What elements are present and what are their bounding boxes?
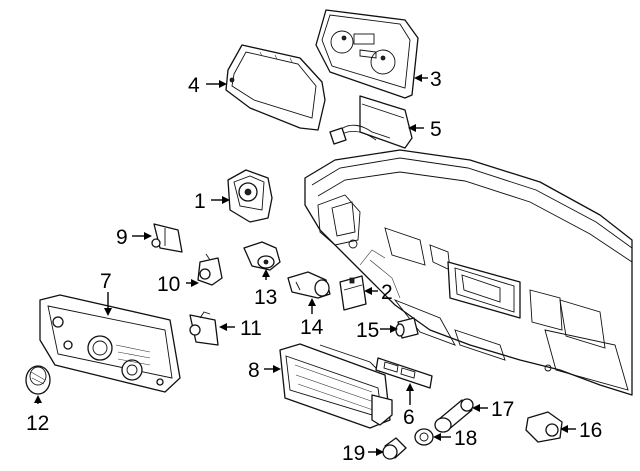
part-4-cluster-bezel [225,44,326,131]
part-9-switch [151,223,183,253]
part-7-climate-panel [39,294,181,393]
callout-14-label: 14 [300,316,324,339]
part-10-dimmer-switch [197,253,223,286]
part-14-knob [287,271,331,299]
part-2-switch [339,275,367,311]
callout-5: 5 [408,118,442,141]
callout-8-label: 8 [248,359,260,382]
callout-9-label: 9 [116,226,128,249]
callout-2-label: 2 [381,281,393,304]
part-6-trim-strip [375,357,433,389]
callout-13-label: 13 [254,286,277,309]
part-8-climate-control [279,343,393,429]
callout-5-label: 5 [430,118,442,141]
callout-12: 12 [26,395,49,435]
callout-13: 13 [254,269,277,309]
callout-9: 9 [116,226,152,249]
callout-3: 3 [414,68,442,91]
callout-1: 1 [194,190,230,213]
callout-4-label: 4 [188,74,200,97]
callout-1-label: 1 [194,190,206,213]
part-18-cap [414,428,434,446]
callout-15-label: 15 [356,319,379,342]
callout-10-label: 10 [157,273,180,296]
callout-12-label: 12 [26,412,49,435]
part-5-connector [329,95,413,149]
callout-6: 6 [403,383,415,429]
callout-11-label: 11 [240,317,262,340]
part-11-switch [189,311,219,346]
callout-17: 17 [472,398,514,421]
callout-10: 10 [157,273,199,296]
callout-18: 18 [433,427,477,450]
part-17-lighter [434,398,474,433]
callout-7: 7 [100,270,112,316]
callout-19: 19 [342,442,384,465]
part-3-instrument-cluster [315,9,419,99]
callout-2: 2 [364,281,393,304]
callout-3-label: 3 [430,68,442,91]
part-15-socket [395,317,419,339]
callout-11: 11 [219,317,262,340]
callout-19-label: 19 [342,442,365,465]
part-19-cap [382,437,407,460]
callout-16-label: 16 [579,419,602,442]
callout-17-label: 17 [491,398,514,421]
callout-18-label: 18 [454,427,477,450]
callout-15: 15 [356,319,398,342]
callout-6-label: 6 [403,406,415,429]
part-13-knob [243,241,281,271]
callout-8: 8 [248,359,281,382]
callout-4: 4 [188,74,227,97]
callout-16: 16 [560,419,602,442]
part-16-socket [525,411,563,443]
instrument-panel [304,149,633,396]
callout-14: 14 [300,298,324,339]
callout-7-label: 7 [100,270,112,293]
part-1-headlamp-switch [227,169,273,223]
part-12-knob [25,365,51,395]
